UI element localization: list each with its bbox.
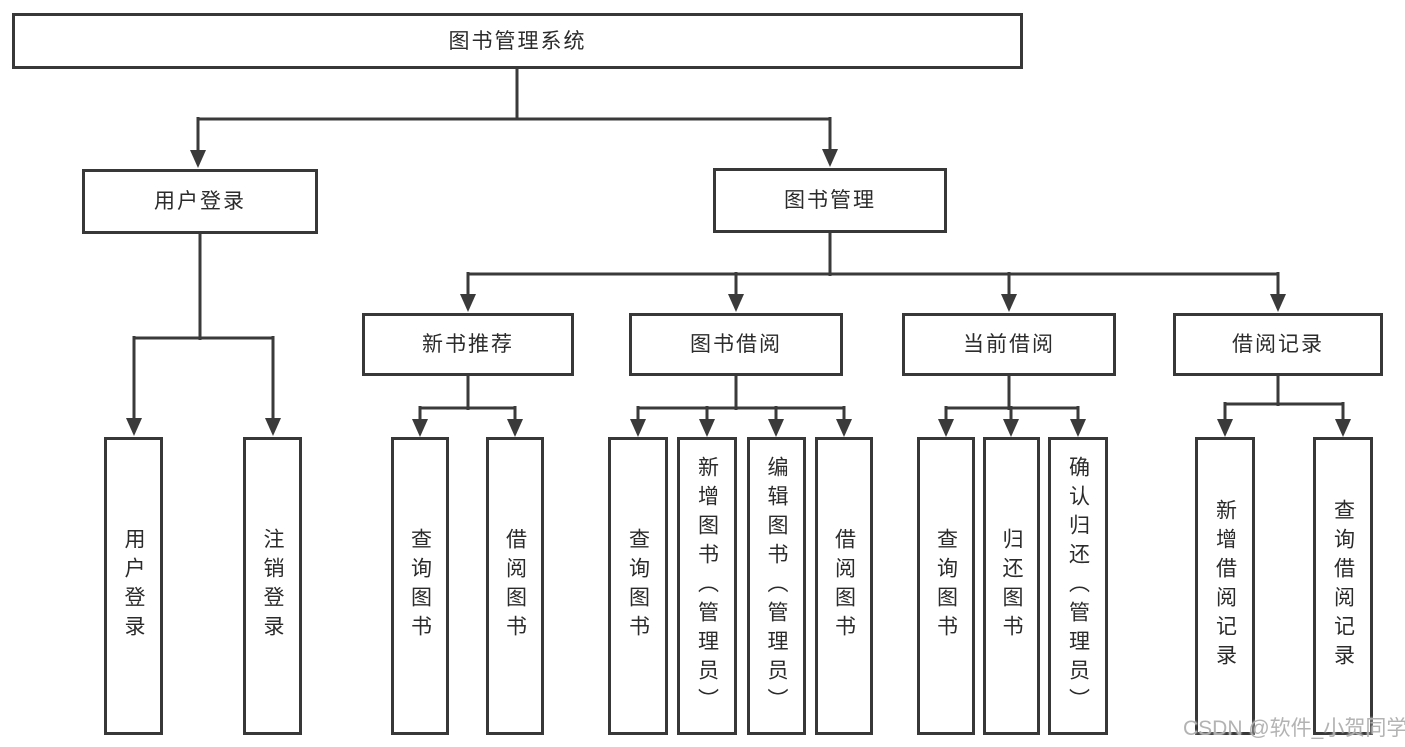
leaf-edit-book-admin: 编辑图书（管理员） <box>747 437 806 735</box>
leaf-edit-book-admin-label: 编辑图书（管理员） <box>765 455 788 717</box>
node-current-borrow: 当前借阅 <box>902 313 1116 376</box>
leaf-query-books-borrow-label: 查询图书 <box>626 528 650 644</box>
leaf-return-books-label: 归还图书 <box>1000 528 1023 644</box>
leaf-user-login-label: 用户登录 <box>122 528 145 644</box>
leaf-confirm-return-admin: 确认归还（管理员） <box>1048 437 1108 735</box>
node-book-management: 图书管理 <box>713 168 947 233</box>
leaf-logout-label: 注销登录 <box>261 528 284 644</box>
node-new-book-recommend-label: 新书推荐 <box>422 333 514 356</box>
node-root-label: 图书管理系统 <box>448 29 587 53</box>
leaf-query-borrow-record-label: 查询借阅记录 <box>1331 499 1355 673</box>
node-user-login-label: 用户登录 <box>154 190 246 213</box>
leaf-query-books-current: 查询图书 <box>917 437 975 735</box>
leaf-logout: 注销登录 <box>243 437 302 735</box>
node-book-borrow-label: 图书借阅 <box>690 333 782 356</box>
leaf-borrow-books-label: 借阅图书 <box>832 528 856 644</box>
node-borrow-records: 借阅记录 <box>1173 313 1383 376</box>
leaf-add-borrow-record: 新增借阅记录 <box>1195 437 1255 735</box>
leaf-query-borrow-record: 查询借阅记录 <box>1313 437 1373 735</box>
node-book-management-label: 图书管理 <box>784 189 876 212</box>
leaf-borrow-books: 借阅图书 <box>815 437 873 735</box>
leaf-query-books-recommend: 查询图书 <box>391 437 449 735</box>
node-book-borrow: 图书借阅 <box>629 313 843 376</box>
leaf-query-books-recommend-label: 查询图书 <box>408 528 432 644</box>
leaf-borrow-books-recommend: 借阅图书 <box>486 437 544 735</box>
leaf-query-books-current-label: 查询图书 <box>934 528 958 644</box>
leaf-query-books-borrow: 查询图书 <box>608 437 668 735</box>
node-new-book-recommend: 新书推荐 <box>362 313 574 376</box>
csdn-watermark: CSDN @软件_小贺同学 <box>1183 717 1405 740</box>
node-current-borrow-label: 当前借阅 <box>963 333 1055 356</box>
leaf-add-book-admin-label: 新增图书（管理员） <box>695 455 719 717</box>
leaf-add-book-admin: 新增图书（管理员） <box>677 437 737 735</box>
node-borrow-records-label: 借阅记录 <box>1232 333 1324 356</box>
leaf-add-borrow-record-label: 新增借阅记录 <box>1213 499 1237 673</box>
leaf-confirm-return-admin-label: 确认归还（管理员） <box>1066 455 1090 717</box>
node-user-login: 用户登录 <box>82 169 318 234</box>
leaf-borrow-books-recommend-label: 借阅图书 <box>503 528 527 644</box>
leaf-user-login: 用户登录 <box>104 437 163 735</box>
node-root-system: 图书管理系统 <box>12 13 1023 69</box>
leaf-return-books: 归还图书 <box>983 437 1040 735</box>
